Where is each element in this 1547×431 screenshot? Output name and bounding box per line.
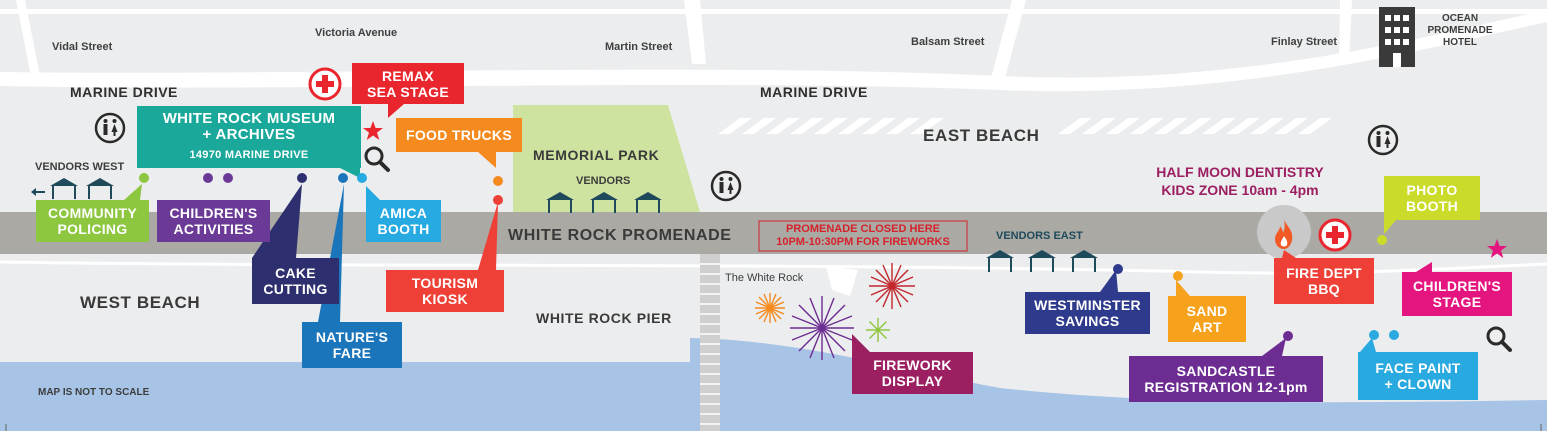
- area-label-memorial-park: MEMORIAL PARK: [533, 147, 660, 163]
- street-balsam-road: [991, 0, 1026, 78]
- sandcastle-registration-callout: SANDCASTLE REGISTRATION 12-1pm: [1129, 356, 1323, 402]
- location-dot-face-paint-2: [1389, 330, 1399, 340]
- first-aid-icon: [308, 67, 342, 101]
- street-top-band: [0, 9, 1547, 14]
- fire-dept-bbq-callout: FIRE DEPT BBQ: [1274, 258, 1374, 304]
- tent-icon: [546, 192, 574, 213]
- street-label-balsam: Balsam Street: [911, 36, 985, 48]
- location-dot-amica-booth: [357, 173, 367, 183]
- street-label-victoria: Victoria Avenue: [315, 27, 398, 39]
- tents-east: [986, 250, 1098, 272]
- magnifier-icon: [1486, 326, 1512, 352]
- location-dot-photo-booth: [1377, 235, 1387, 245]
- street-label-martin: Martin Street: [605, 41, 673, 53]
- tent-icon: [590, 192, 618, 213]
- kids-zone-label: HALF MOON DENTISTRY KIDS ZONE 10am - 4pm: [1156, 164, 1324, 198]
- location-dot-community-policing: [139, 173, 149, 183]
- childrens-activities-callout: CHILDREN'S ACTIVITIES: [157, 200, 270, 242]
- street-vidal-road: [16, 0, 40, 76]
- firework-icon: [755, 293, 785, 323]
- parking-stripes-west: [718, 118, 944, 134]
- location-dot-food-trucks: [493, 176, 503, 186]
- parking-stripes-east: [1058, 118, 1332, 134]
- road-label-marine-drive-east: MARINE DRIVE: [760, 84, 868, 100]
- hotel-building-icon: [1377, 7, 1417, 67]
- star-icon: [363, 121, 383, 140]
- photo-booth-callout: PHOTO BOOTH: [1384, 176, 1480, 220]
- food-trucks-callout: FOOD TRUCKS: [396, 118, 522, 152]
- restroom-icon: [710, 170, 742, 202]
- magnifier-icon: [364, 146, 390, 172]
- firework-display-callout: FIREWORK DISPLAY: [852, 352, 973, 394]
- pier: [700, 254, 720, 431]
- fireworks-cluster: [755, 263, 915, 360]
- firework-icon: [866, 318, 890, 342]
- tent-icon: [634, 192, 662, 213]
- marine-drive-road: [0, 10, 1547, 92]
- promenade-closed-notice: PROMENADE CLOSED HERE 10PM-10:30PM FOR F…: [776, 223, 950, 248]
- tent-icon: [50, 178, 78, 199]
- star-icon: [1487, 239, 1507, 258]
- firework-icon: [869, 263, 915, 309]
- area-label-white-rock: The White Rock: [725, 272, 804, 284]
- vendors-park-label: VENDORS: [576, 175, 631, 187]
- tent-icon: [986, 250, 1014, 272]
- natures-fare-callout: NATURE'S FARE: [302, 322, 402, 368]
- vendors-west-label: VENDORS WEST: [35, 161, 125, 173]
- arrow-left-icon: [31, 184, 45, 202]
- location-dot-cake-cutting: [297, 173, 307, 183]
- restroom-icon: [94, 112, 126, 144]
- street-finlay-road: [1339, 0, 1352, 64]
- location-dot-westminster-savings: [1113, 264, 1123, 274]
- tent-icon: [86, 178, 114, 199]
- restroom-icon: [1367, 124, 1399, 156]
- tent-icon: [1070, 250, 1098, 272]
- area-label-pier: WHITE ROCK PIER: [536, 310, 672, 326]
- tent-icon: [1028, 250, 1056, 272]
- location-dot-sandcastle: [1283, 331, 1293, 341]
- firework-icon: [790, 296, 854, 360]
- road-label-marine-drive-west: MARINE DRIVE: [70, 84, 178, 100]
- area-label-promenade: WHITE ROCK PROMENADE: [508, 227, 732, 244]
- cake-cutting-callout: CAKE CUTTING: [252, 258, 339, 304]
- remax-callout: REMAX SEA STAGE: [352, 63, 464, 104]
- amica-booth-callout: AMICA BOOTH: [366, 200, 441, 242]
- tourism-kiosk-callout: TOURISM KIOSK: [386, 270, 504, 312]
- westminster-savings-callout: WESTMINSTER SAVINGS: [1025, 292, 1150, 334]
- tents-west: [50, 178, 114, 199]
- sand-art-callout: SAND ART: [1168, 296, 1246, 342]
- childrens-stage-callout: CHILDREN'S STAGE: [1402, 272, 1512, 316]
- location-dot-tourism-kiosk: [493, 195, 503, 205]
- location-dot-childrens-activities: [203, 173, 213, 183]
- promenade-notice-border: [758, 220, 968, 252]
- memorial-park-area: [513, 105, 700, 212]
- street-martin-road: [684, 0, 706, 64]
- face-paint-callout: FACE PAINT + CLOWN: [1358, 352, 1478, 400]
- location-dot-natures-fare: [338, 173, 348, 183]
- location-dot-sand-art: [1173, 271, 1183, 281]
- hotel-label: OCEAN PROMENADE HOTEL: [1427, 13, 1493, 48]
- pier-planks: [700, 263, 720, 425]
- museum-callout: WHITE ROCK MUSEUM + ARCHIVES 14970 MARIN…: [137, 106, 361, 168]
- flame-icon: [1275, 219, 1293, 249]
- water-area: [0, 338, 1547, 431]
- white-rock-shape: [826, 266, 858, 296]
- street-label-finlay: Finlay Street: [1271, 36, 1338, 48]
- area-label-west-beach: WEST BEACH: [80, 293, 201, 312]
- vendors-east-label: VENDORS EAST: [996, 230, 1083, 242]
- first-aid-icon: [1318, 218, 1352, 252]
- area-label-east-beach: EAST BEACH: [923, 126, 1040, 145]
- tents-park: [546, 192, 662, 213]
- scale-note: MAP IS NOT TO SCALE: [38, 387, 150, 398]
- location-dot-face-paint: [1369, 330, 1379, 340]
- location-dot-childrens-activities-2: [223, 173, 233, 183]
- community-policing-callout: COMMUNITY POLICING: [36, 200, 149, 242]
- street-label-vidal: Vidal Street: [52, 41, 113, 53]
